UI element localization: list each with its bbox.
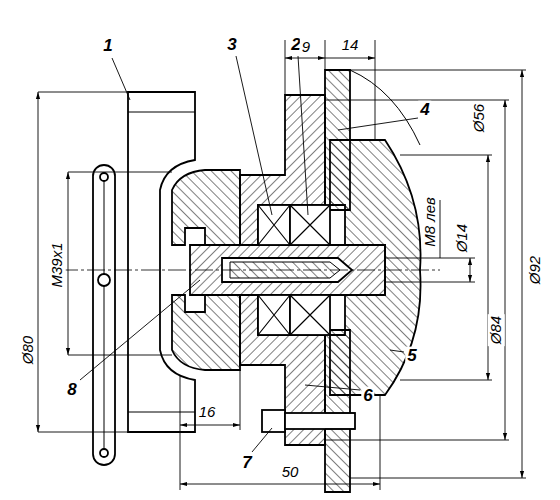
callout-number: 6 — [361, 387, 374, 406]
callout-number: 7 — [240, 454, 253, 473]
callout-number: 5 — [405, 347, 418, 366]
callout-number: 8 — [65, 381, 78, 400]
dimension-label: Ø92 — [527, 254, 544, 286]
callout-number: 1 — [101, 37, 114, 56]
dimension-label: Ø84 — [488, 314, 505, 346]
callout-number: 3 — [225, 36, 238, 55]
dimension-label: M8 лев — [422, 195, 439, 249]
dimension-label: 9 — [300, 39, 312, 56]
callout-number: 4 — [418, 101, 431, 120]
dimension-label: Ø14 — [454, 222, 471, 254]
dimension-label: Ø80 — [20, 334, 37, 366]
dimension-label: M39x1 — [49, 240, 66, 289]
dimension-label: 50 — [280, 464, 301, 481]
dimension-label: 14 — [340, 37, 361, 54]
dimension-label: 16 — [197, 404, 218, 421]
dimension-label: Ø56 — [471, 102, 488, 134]
